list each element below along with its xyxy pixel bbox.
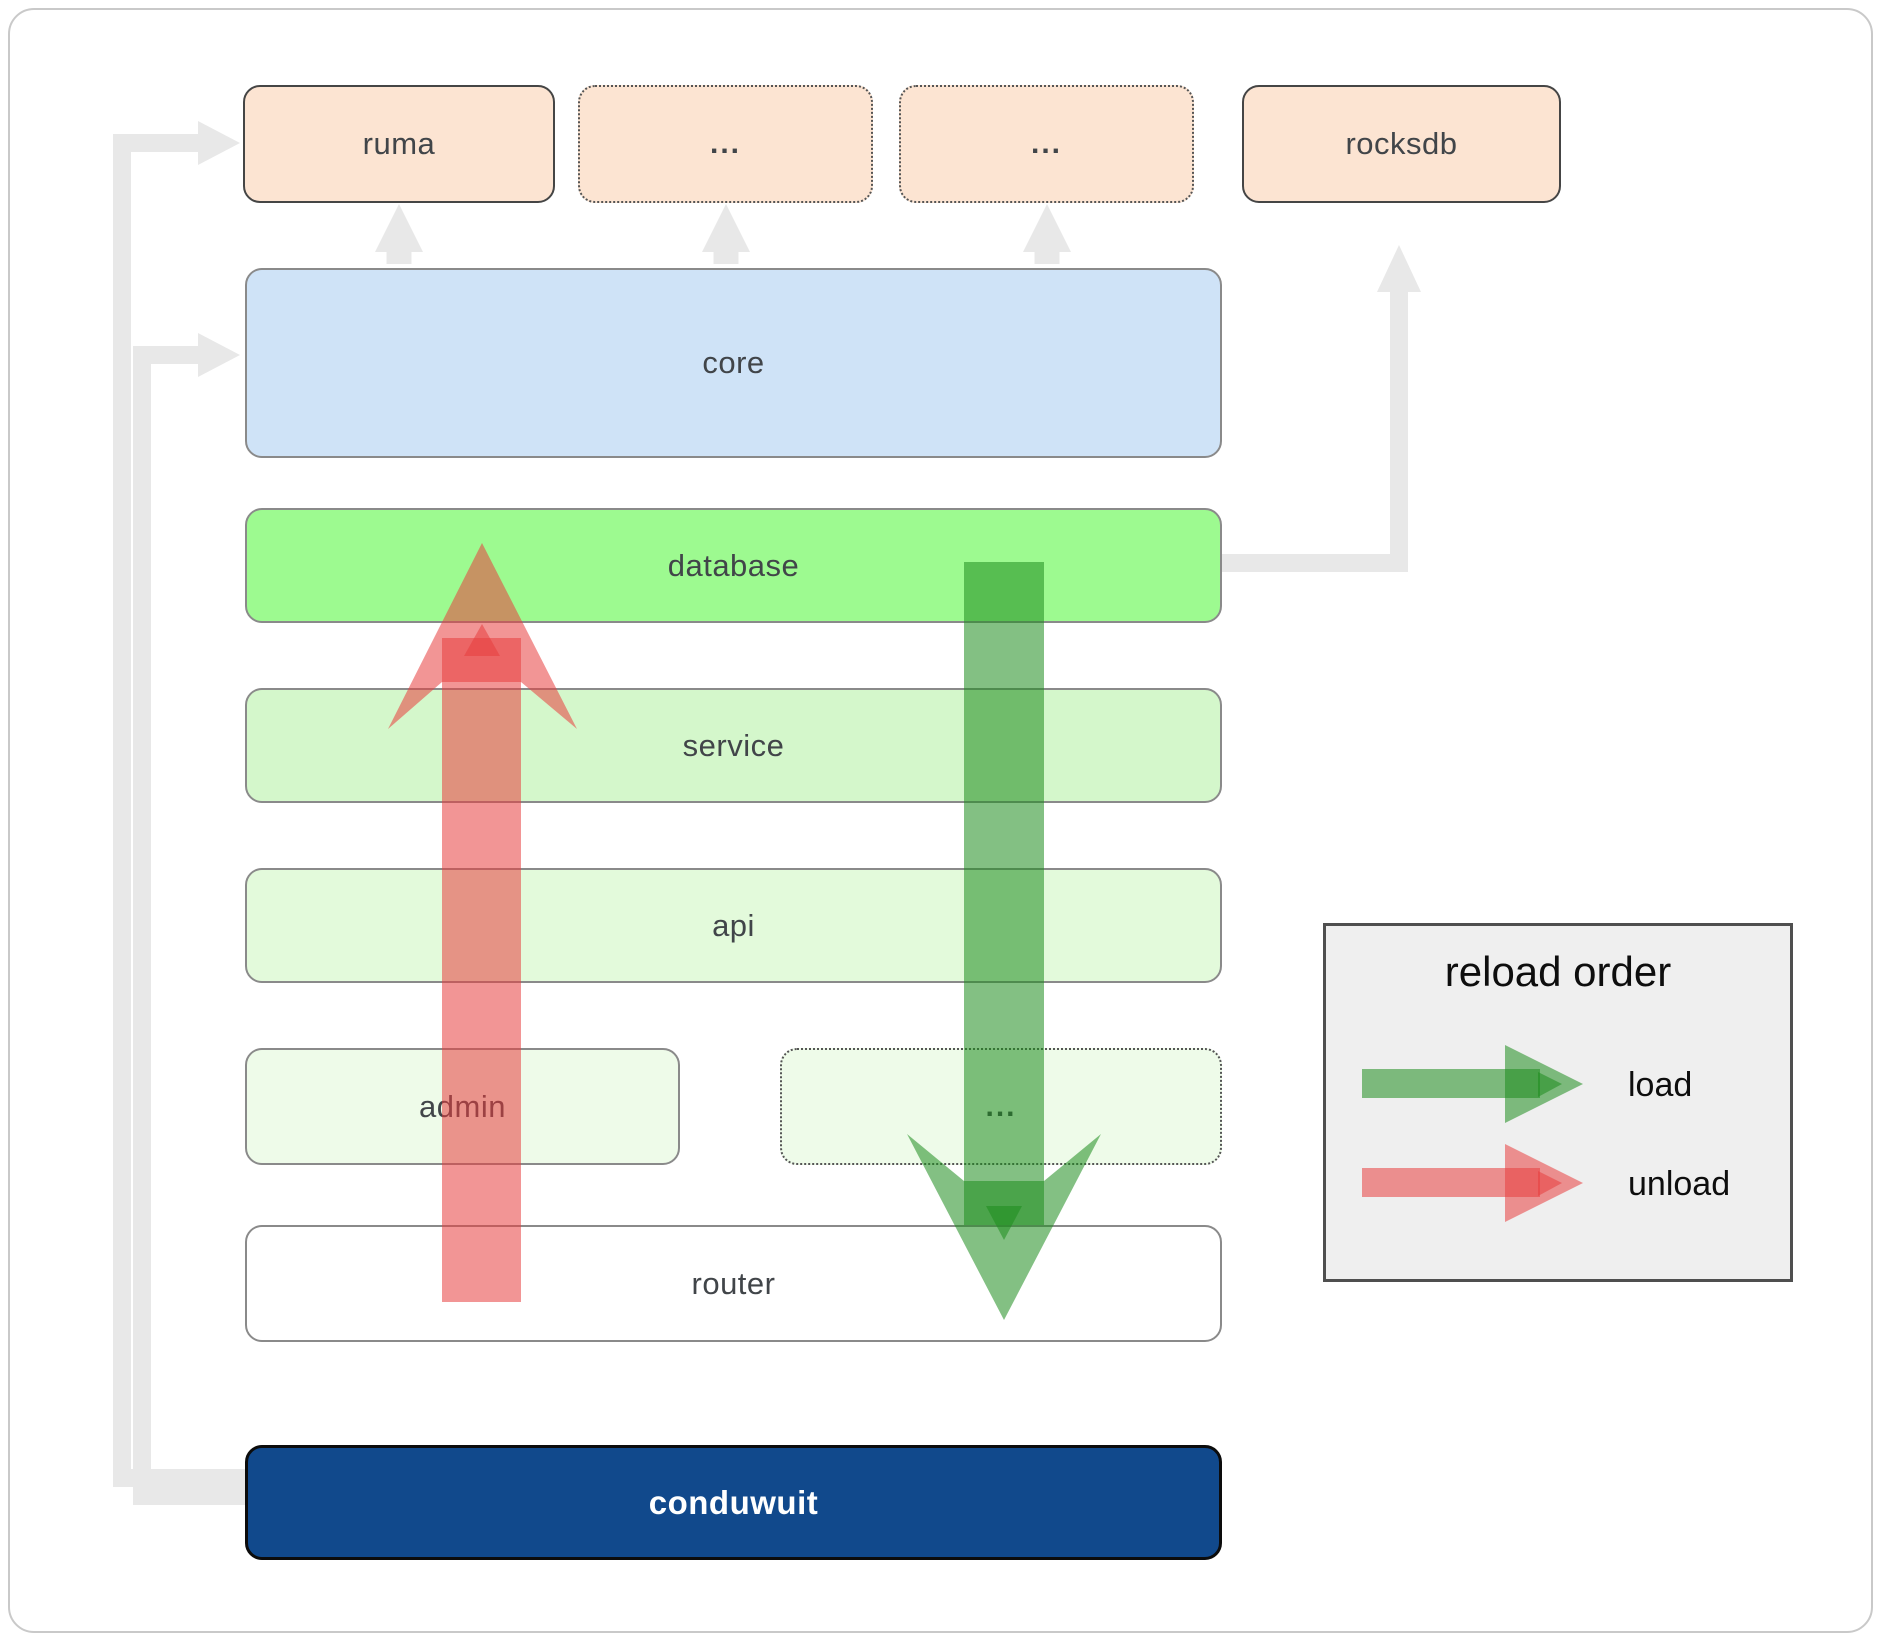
node-router: router — [245, 1225, 1222, 1342]
node-service: service — [245, 688, 1222, 803]
legend-label-unload: unload — [1628, 1165, 1731, 1203]
node-ellipsis-1: ... — [578, 85, 873, 203]
node-ruma: ruma — [243, 85, 555, 203]
node-database: database — [245, 508, 1222, 623]
legend-title: reload order — [1444, 948, 1672, 995]
legend-label-load: load — [1628, 1066, 1693, 1104]
load-arrow-icon — [1362, 1045, 1583, 1123]
node-conduwuit: conduwuit — [245, 1445, 1222, 1560]
diagram-outer-frame — [8, 8, 1873, 1633]
unload-arrow-icon — [1362, 1144, 1583, 1222]
node-ellipsis-3: ... — [780, 1048, 1222, 1165]
legend-box: reload order load unload — [1323, 923, 1793, 1282]
node-admin: admin — [245, 1048, 680, 1165]
node-rocksdb: rocksdb — [1242, 85, 1561, 203]
node-ellipsis-2: ... — [899, 85, 1194, 203]
node-api: api — [245, 868, 1222, 983]
node-core: core — [245, 268, 1222, 458]
